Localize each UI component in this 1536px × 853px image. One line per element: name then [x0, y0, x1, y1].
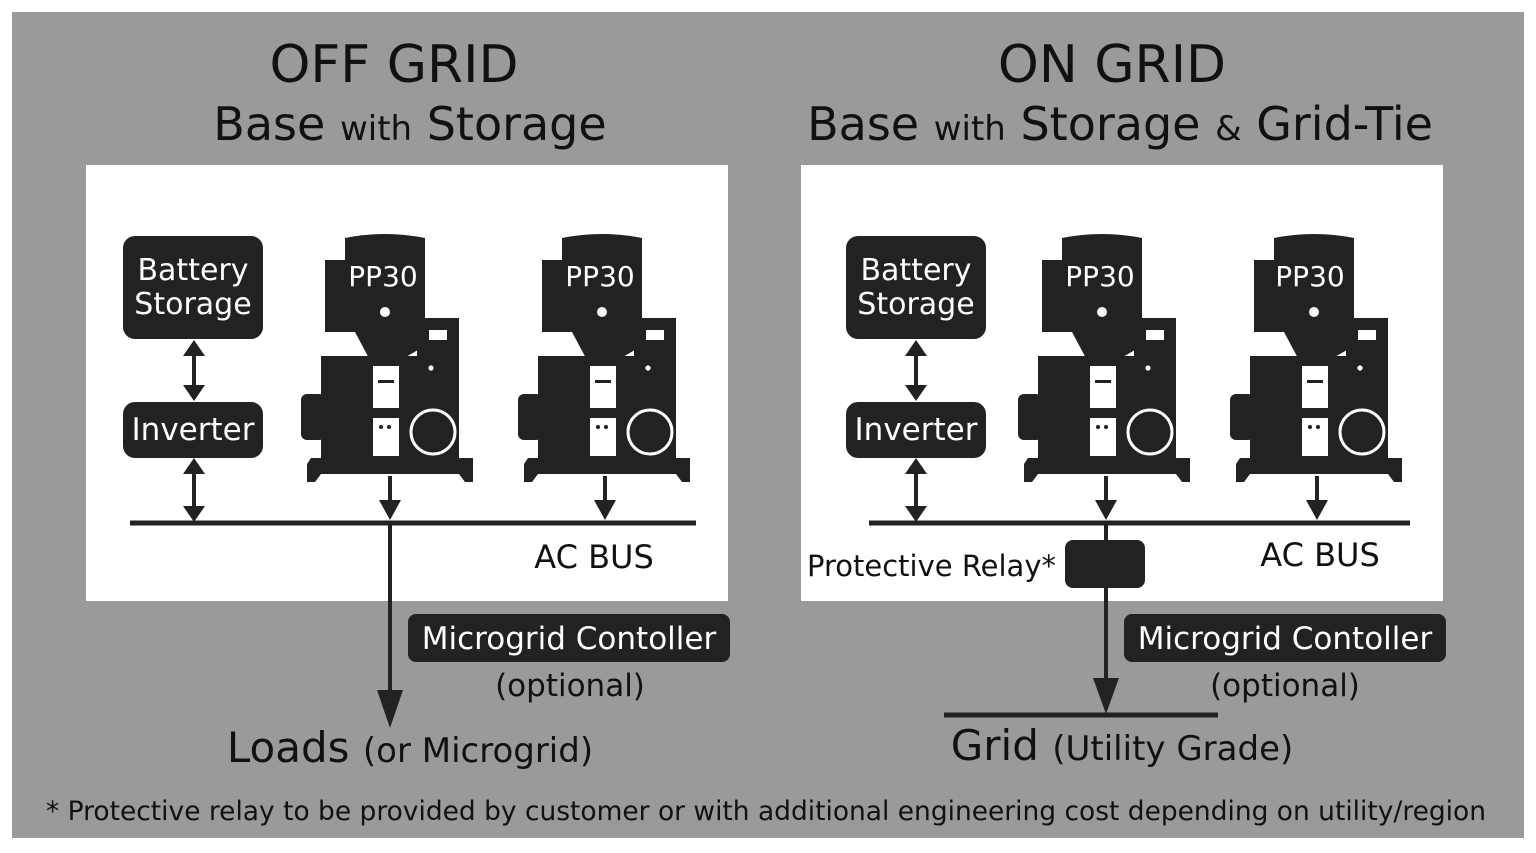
- on-grid-inverter-bus-arrow: [905, 458, 927, 522]
- off-grid-battery-label-line2: Storage: [134, 287, 251, 322]
- on-grid-output-sub: (Utility Grade): [1052, 729, 1293, 769]
- on-grid-unit2-to-bus-arrow: [1306, 476, 1328, 520]
- off-grid-battery-label-line1: Battery: [137, 253, 248, 288]
- on-grid-battery-label-line2: Storage: [857, 287, 974, 322]
- off-grid-pp30-label-1: PP30: [348, 260, 417, 293]
- off-grid-pp30-label-2: PP30: [565, 260, 634, 293]
- off-grid-title: OFF GRID: [269, 35, 518, 95]
- on-grid-pp30-label-1: PP30: [1065, 260, 1134, 293]
- on-grid-microgrid-controller-box: [1124, 614, 1446, 662]
- off-grid-battery-storage-box: [123, 236, 263, 339]
- footnote: * Protective relay to be provided by cus…: [46, 796, 1486, 827]
- on-grid-battery-label-line1: Battery: [860, 253, 971, 288]
- on-grid-pp30-label-2: PP30: [1275, 260, 1344, 293]
- on-grid-inverter-label: Inverter: [855, 412, 978, 448]
- off-grid-ac-bus-label: AC BUS: [534, 538, 654, 576]
- off-grid-microgrid-controller-box: [408, 614, 730, 662]
- off-grid-microgrid-controller-label: Microgrid Contoller: [422, 621, 717, 657]
- on-grid-ac-bus-label: AC BUS: [1260, 536, 1380, 574]
- on-grid-subtitle: Base with Storage & Grid-Tie: [807, 97, 1433, 151]
- off-grid-output-sub: (or Microgrid): [363, 731, 593, 771]
- on-grid-subtitle-base: Base: [807, 97, 919, 151]
- on-grid-output-label: Grid (Utility Grade): [951, 721, 1294, 770]
- off-grid-microgrid-controller-note: (optional): [495, 668, 645, 704]
- on-grid-output-main: Grid: [951, 721, 1039, 770]
- on-grid-inverter-box: [846, 402, 986, 458]
- on-grid-battery-inverter-arrow: [905, 340, 927, 401]
- on-grid-battery-storage-box: [846, 236, 986, 339]
- on-grid-subtitle-storage: Storage: [1020, 97, 1200, 151]
- on-grid-subtitle-gridtie: Grid-Tie: [1256, 97, 1433, 151]
- off-grid-subtitle-base: Base: [213, 97, 325, 151]
- on-grid-protective-relay-box: [1065, 540, 1145, 588]
- off-grid-unit1-to-bus-arrow: [379, 476, 401, 520]
- on-grid-protective-relay-label: Protective Relay*: [807, 549, 1056, 583]
- off-grid-battery-inverter-arrow: [183, 340, 205, 401]
- on-grid-microgrid-controller-note: (optional): [1210, 668, 1360, 704]
- on-grid-subtitle-ampersand: &: [1215, 109, 1242, 149]
- on-grid-title: ON GRID: [998, 35, 1226, 95]
- off-grid-inverter-label: Inverter: [132, 412, 255, 448]
- on-grid-microgrid-controller-label: Microgrid Contoller: [1138, 621, 1433, 657]
- off-grid-output-label: Loads (or Microgrid): [227, 723, 593, 772]
- off-grid-subtitle-with: with: [340, 109, 412, 149]
- off-grid-subtitle: Base with Storage: [213, 97, 606, 151]
- on-grid-subtitle-with: with: [934, 109, 1006, 149]
- off-grid-inverter-box: [123, 402, 263, 458]
- off-grid-unit2-to-bus-arrow: [594, 476, 616, 520]
- off-grid-subtitle-storage: Storage: [427, 97, 607, 151]
- off-grid-output-main: Loads: [227, 723, 350, 772]
- off-grid-inverter-bus-arrow: [183, 458, 205, 522]
- on-grid-output-arrow: [1093, 588, 1119, 714]
- on-grid-unit1-to-bus-arrow: [1095, 476, 1117, 520]
- off-grid-output-arrow: [377, 523, 403, 728]
